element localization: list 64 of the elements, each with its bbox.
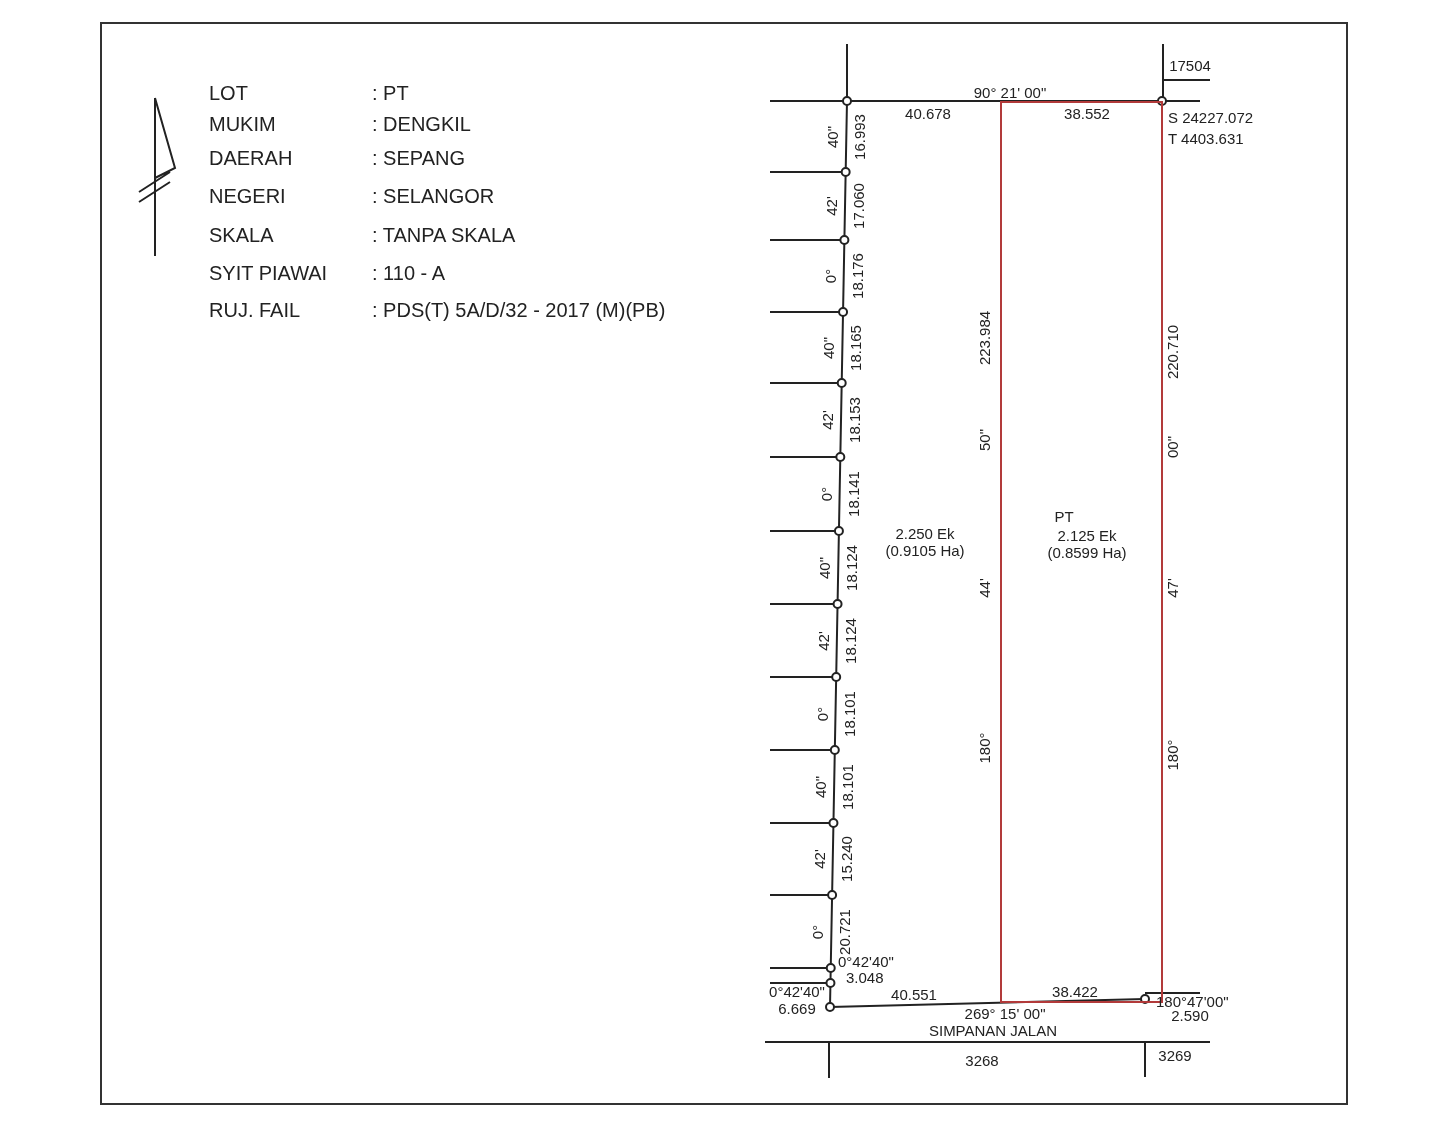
bearing-label: 40": [812, 775, 830, 798]
bearing-label: 0°: [818, 486, 835, 502]
coordinate-label: S 24227.072: [1168, 109, 1254, 127]
field-value: : PDS(T) 5A/D/32 - 2017 (M)(PB): [372, 299, 666, 321]
distance-label: 18.101: [839, 763, 857, 810]
field-label: MUKIM: [209, 113, 276, 135]
distance-label: 18.124: [844, 544, 861, 591]
lot-number: 3269: [1158, 1047, 1192, 1065]
bearing-label: 42': [819, 410, 837, 430]
bearing-label: 44': [976, 578, 994, 598]
bearing-label: 40": [821, 336, 838, 359]
bearing-label: 40": [817, 556, 834, 579]
area-label: 2.125 Ek (0.8599 Ha): [1046, 527, 1128, 561]
distance-label: 15.240: [838, 836, 855, 882]
bearing-label: 269° 15' 00": [964, 1005, 1046, 1023]
field-value: : SELANGOR: [372, 185, 495, 207]
bearing-label: 0°: [810, 924, 827, 939]
distance-label: 220.710: [1164, 324, 1182, 380]
bearing-label: 00": [1164, 436, 1182, 458]
distance-label: 18.101: [841, 690, 858, 737]
field-value: : DENGKIL: [372, 113, 471, 135]
lot-number: 17504: [1169, 57, 1211, 75]
bearing-label: 180°: [1164, 739, 1182, 771]
field-value: : PT: [372, 82, 409, 104]
field-label: LOT: [209, 82, 248, 104]
distance-label: 17.060: [850, 183, 868, 229]
field-label: NEGERI: [209, 185, 286, 207]
bearing-label: 42': [811, 849, 828, 869]
bearing-label: 0°42'40": [769, 983, 825, 1001]
distance-label: 16.993: [852, 113, 869, 160]
field-label: RUJ. FAIL: [209, 299, 301, 321]
coordinate-label: T 4403.631: [1168, 130, 1244, 148]
field-value: : 110 - A: [372, 262, 445, 284]
distance-label: 3.048: [846, 969, 884, 987]
distance-label: 20.721: [837, 908, 854, 955]
distance-label: 18.165: [848, 324, 865, 371]
distance-label: 18.141: [845, 471, 862, 517]
distance-label: 223.984: [976, 310, 994, 366]
distance-label: 40.551: [891, 986, 937, 1004]
road-label: SIMPANAN JALAN: [928, 1022, 1058, 1040]
distance-label: 18.176: [849, 253, 866, 299]
bearing-label: 180°: [976, 732, 994, 764]
bearing-label: 50": [976, 429, 994, 451]
bearing-label: 40": [825, 125, 842, 148]
bearing-label: 0°: [814, 706, 831, 721]
lot-number: 3268: [965, 1052, 999, 1070]
distance-label: 18.153: [846, 397, 864, 443]
field-label: SKALA: [209, 224, 274, 246]
field-label: DAERAH: [209, 147, 293, 169]
lot-number: PT: [1054, 508, 1074, 526]
distance-label: 6.669: [778, 1000, 816, 1018]
bearing-label: 0°: [822, 268, 839, 284]
distance-label: 18.124: [842, 617, 860, 664]
distance-label: 40.678: [905, 105, 951, 123]
area-label: 2.250 Ek (0.9105 Ha): [884, 525, 966, 559]
bearing-label: 42': [815, 630, 833, 651]
field-value: : SEPANG: [372, 147, 465, 169]
bearing-label: 42': [823, 196, 841, 216]
field-value: : TANPA SKALA: [372, 224, 516, 246]
distance-label: 38.422: [1052, 983, 1098, 1001]
bearing-label: 90° 21' 00": [973, 84, 1047, 102]
field-label: SYIT PIAWAI: [209, 262, 328, 284]
distance-label: 38.552: [1064, 105, 1110, 123]
bearing-label: 47': [1164, 578, 1182, 598]
